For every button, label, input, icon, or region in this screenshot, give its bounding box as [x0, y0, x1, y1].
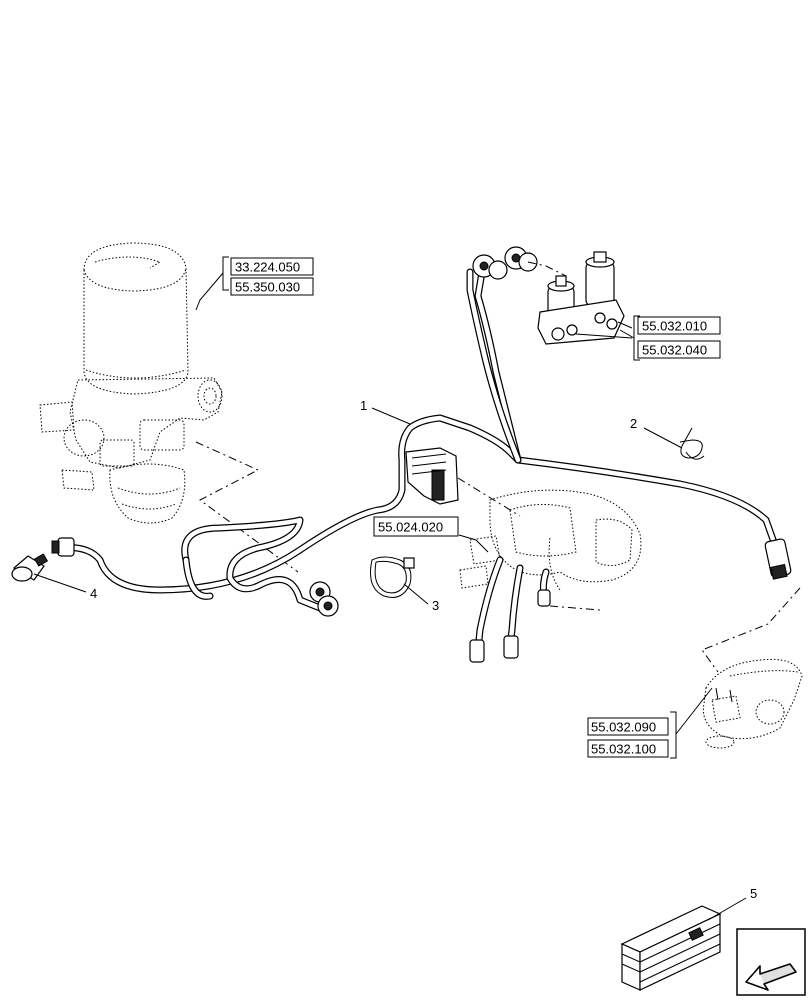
callout-number-5: 5 — [750, 886, 757, 901]
ref-text-valves-bottom: 55.032.040 — [642, 343, 707, 358]
ref-text-trailer-top: 55.032.090 — [591, 720, 656, 735]
callout-number-3: 3 — [432, 598, 439, 613]
ref-box-trailer-top[interactable] — [587, 717, 669, 736]
connector-left-sensor — [51, 537, 75, 557]
cable-clip-item-2 — [679, 427, 705, 460]
ref-box-harness[interactable] — [373, 516, 459, 537]
ref-trailer-valve: 55.032.090 55.032.100 — [587, 687, 713, 759]
callout-3[interactable]: 3 — [403, 583, 439, 613]
callout-number-1: 1 — [360, 398, 367, 413]
main-wiring-harness — [51, 246, 792, 617]
callout-number-4: 4 — [90, 586, 97, 601]
arrow-back-icon[interactable] — [736, 928, 806, 996]
ref-text-harness: 55.024.020 — [378, 520, 443, 535]
ref-box-valves-bottom[interactable] — [637, 340, 721, 359]
ref-box-valves-top[interactable] — [637, 316, 721, 335]
callout-number-2: 2 — [630, 416, 637, 431]
ref-text-air-dryer-bottom: 55.350.030 — [235, 280, 300, 295]
cable-tie-item-3 — [370, 556, 415, 598]
ref-text-trailer-bottom: 55.032.100 — [591, 742, 656, 757]
ref-box-air-dryer-bottom[interactable] — [230, 277, 314, 296]
ref-text-valves-top: 55.032.010 — [642, 319, 707, 334]
ref-text-air-dryer-top: 33.224.050 — [235, 260, 300, 275]
callout-2[interactable]: 2 — [630, 416, 683, 449]
connector-right-end — [764, 538, 792, 580]
trailer-control-valve — [701, 587, 803, 749]
ref-box-trailer-bottom[interactable] — [587, 739, 669, 758]
ref-box-air-dryer-top[interactable] — [230, 257, 314, 276]
valve-block-assembly — [457, 477, 642, 663]
connector-bottom-double — [309, 581, 339, 617]
connector-center-block — [405, 447, 459, 505]
callout-5[interactable]: 5 — [707, 886, 757, 921]
ref-air-dryer: 33.224.050 55.350.030 — [195, 256, 314, 311]
callout-4[interactable]: 4 — [33, 573, 97, 601]
crate-icon — [620, 905, 722, 991]
air-dryer-assembly — [39, 242, 223, 524]
ref-valves: 55.032.010 55.032.040 — [619, 315, 721, 361]
solenoid-valves — [527, 251, 633, 345]
ref-harness: 55.024.020 — [373, 516, 489, 553]
callout-1[interactable]: 1 — [360, 398, 411, 425]
pressure-sensor-item-4 — [11, 553, 49, 582]
connector-top-group — [472, 246, 538, 280]
